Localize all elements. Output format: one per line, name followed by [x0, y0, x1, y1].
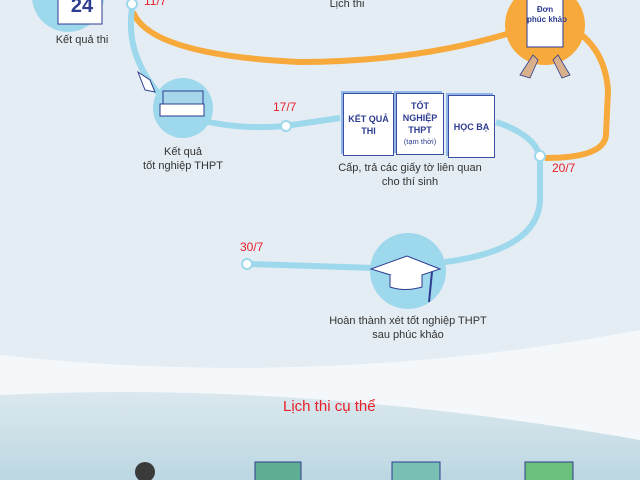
- node-30-7: [241, 258, 253, 270]
- blue-path: [127, 7, 543, 271]
- documents-line2: cho thí sinh: [381, 176, 439, 188]
- schedule-label: Lịch thi: [329, 0, 365, 10]
- doc1-text: KẾT QUẢ THI: [348, 113, 389, 136]
- doc-graduation: TỐT NGHIỆP THPT (tạm thời): [396, 93, 444, 155]
- doc2-text: TỐT NGHIỆP THPT: [402, 101, 438, 135]
- date-17-7: 17/7: [273, 100, 297, 114]
- complete-line1: Hoàn thành xét tốt nghiệp THPT: [329, 315, 487, 327]
- book-icon-3: [524, 461, 574, 480]
- megaphone-icon: [136, 70, 156, 93]
- complete-line2: sau phúc khảo: [372, 329, 444, 341]
- appeal-form-line1: Đơn: [536, 5, 554, 14]
- node-20-7: [534, 150, 546, 162]
- date-30-7: 30/7: [240, 240, 264, 254]
- calendar-icon: [57, 0, 103, 25]
- date-20-7: 20/7: [552, 161, 576, 175]
- date-11-7: 11/7: [144, 0, 167, 8]
- hands-icon: [519, 54, 571, 79]
- section-title: Lịch thi cụ thể: [283, 398, 376, 415]
- appeal-form-icon: [526, 0, 564, 48]
- graduation-cap-icon: [369, 255, 442, 303]
- graduation-result-label: Kết quả tốt nghiệp THPT: [133, 145, 233, 173]
- lower-background: [0, 392, 640, 480]
- appeal-form-text: Đơn phúc khảo: [527, 5, 568, 25]
- node-17-7: [280, 120, 292, 132]
- node-11-7: [126, 0, 138, 10]
- graduation-result-line1: Kết quả: [164, 146, 202, 158]
- book-icon-1: [254, 461, 302, 480]
- books-icon: [159, 90, 205, 117]
- complete-label: Hoàn thành xét tốt nghiệp THPT sau phúc …: [318, 314, 498, 342]
- doc3-text: HỌC BẠ: [453, 121, 490, 132]
- documents-label: Cấp, trả các giấy tờ liên quan cho thí s…: [330, 161, 490, 189]
- documents-line1: Cấp, trả các giấy tờ liên quan: [338, 162, 482, 174]
- orange-path: [130, 10, 612, 161]
- doc2-note: (tạm thời): [403, 137, 437, 146]
- calendar-day: 24: [70, 0, 94, 17]
- exam-result-label: Kết quả thi: [55, 34, 109, 46]
- doc-transcript: HỌC BẠ: [448, 95, 495, 158]
- book-icon-2: [391, 461, 441, 480]
- appeal-form-line2: phúc khảo: [527, 15, 568, 24]
- doc-exam-result: KẾT QUẢ THI: [343, 93, 394, 156]
- graduation-result-line2: tốt nghiệp THPT: [143, 160, 223, 172]
- person-icon: [135, 462, 155, 480]
